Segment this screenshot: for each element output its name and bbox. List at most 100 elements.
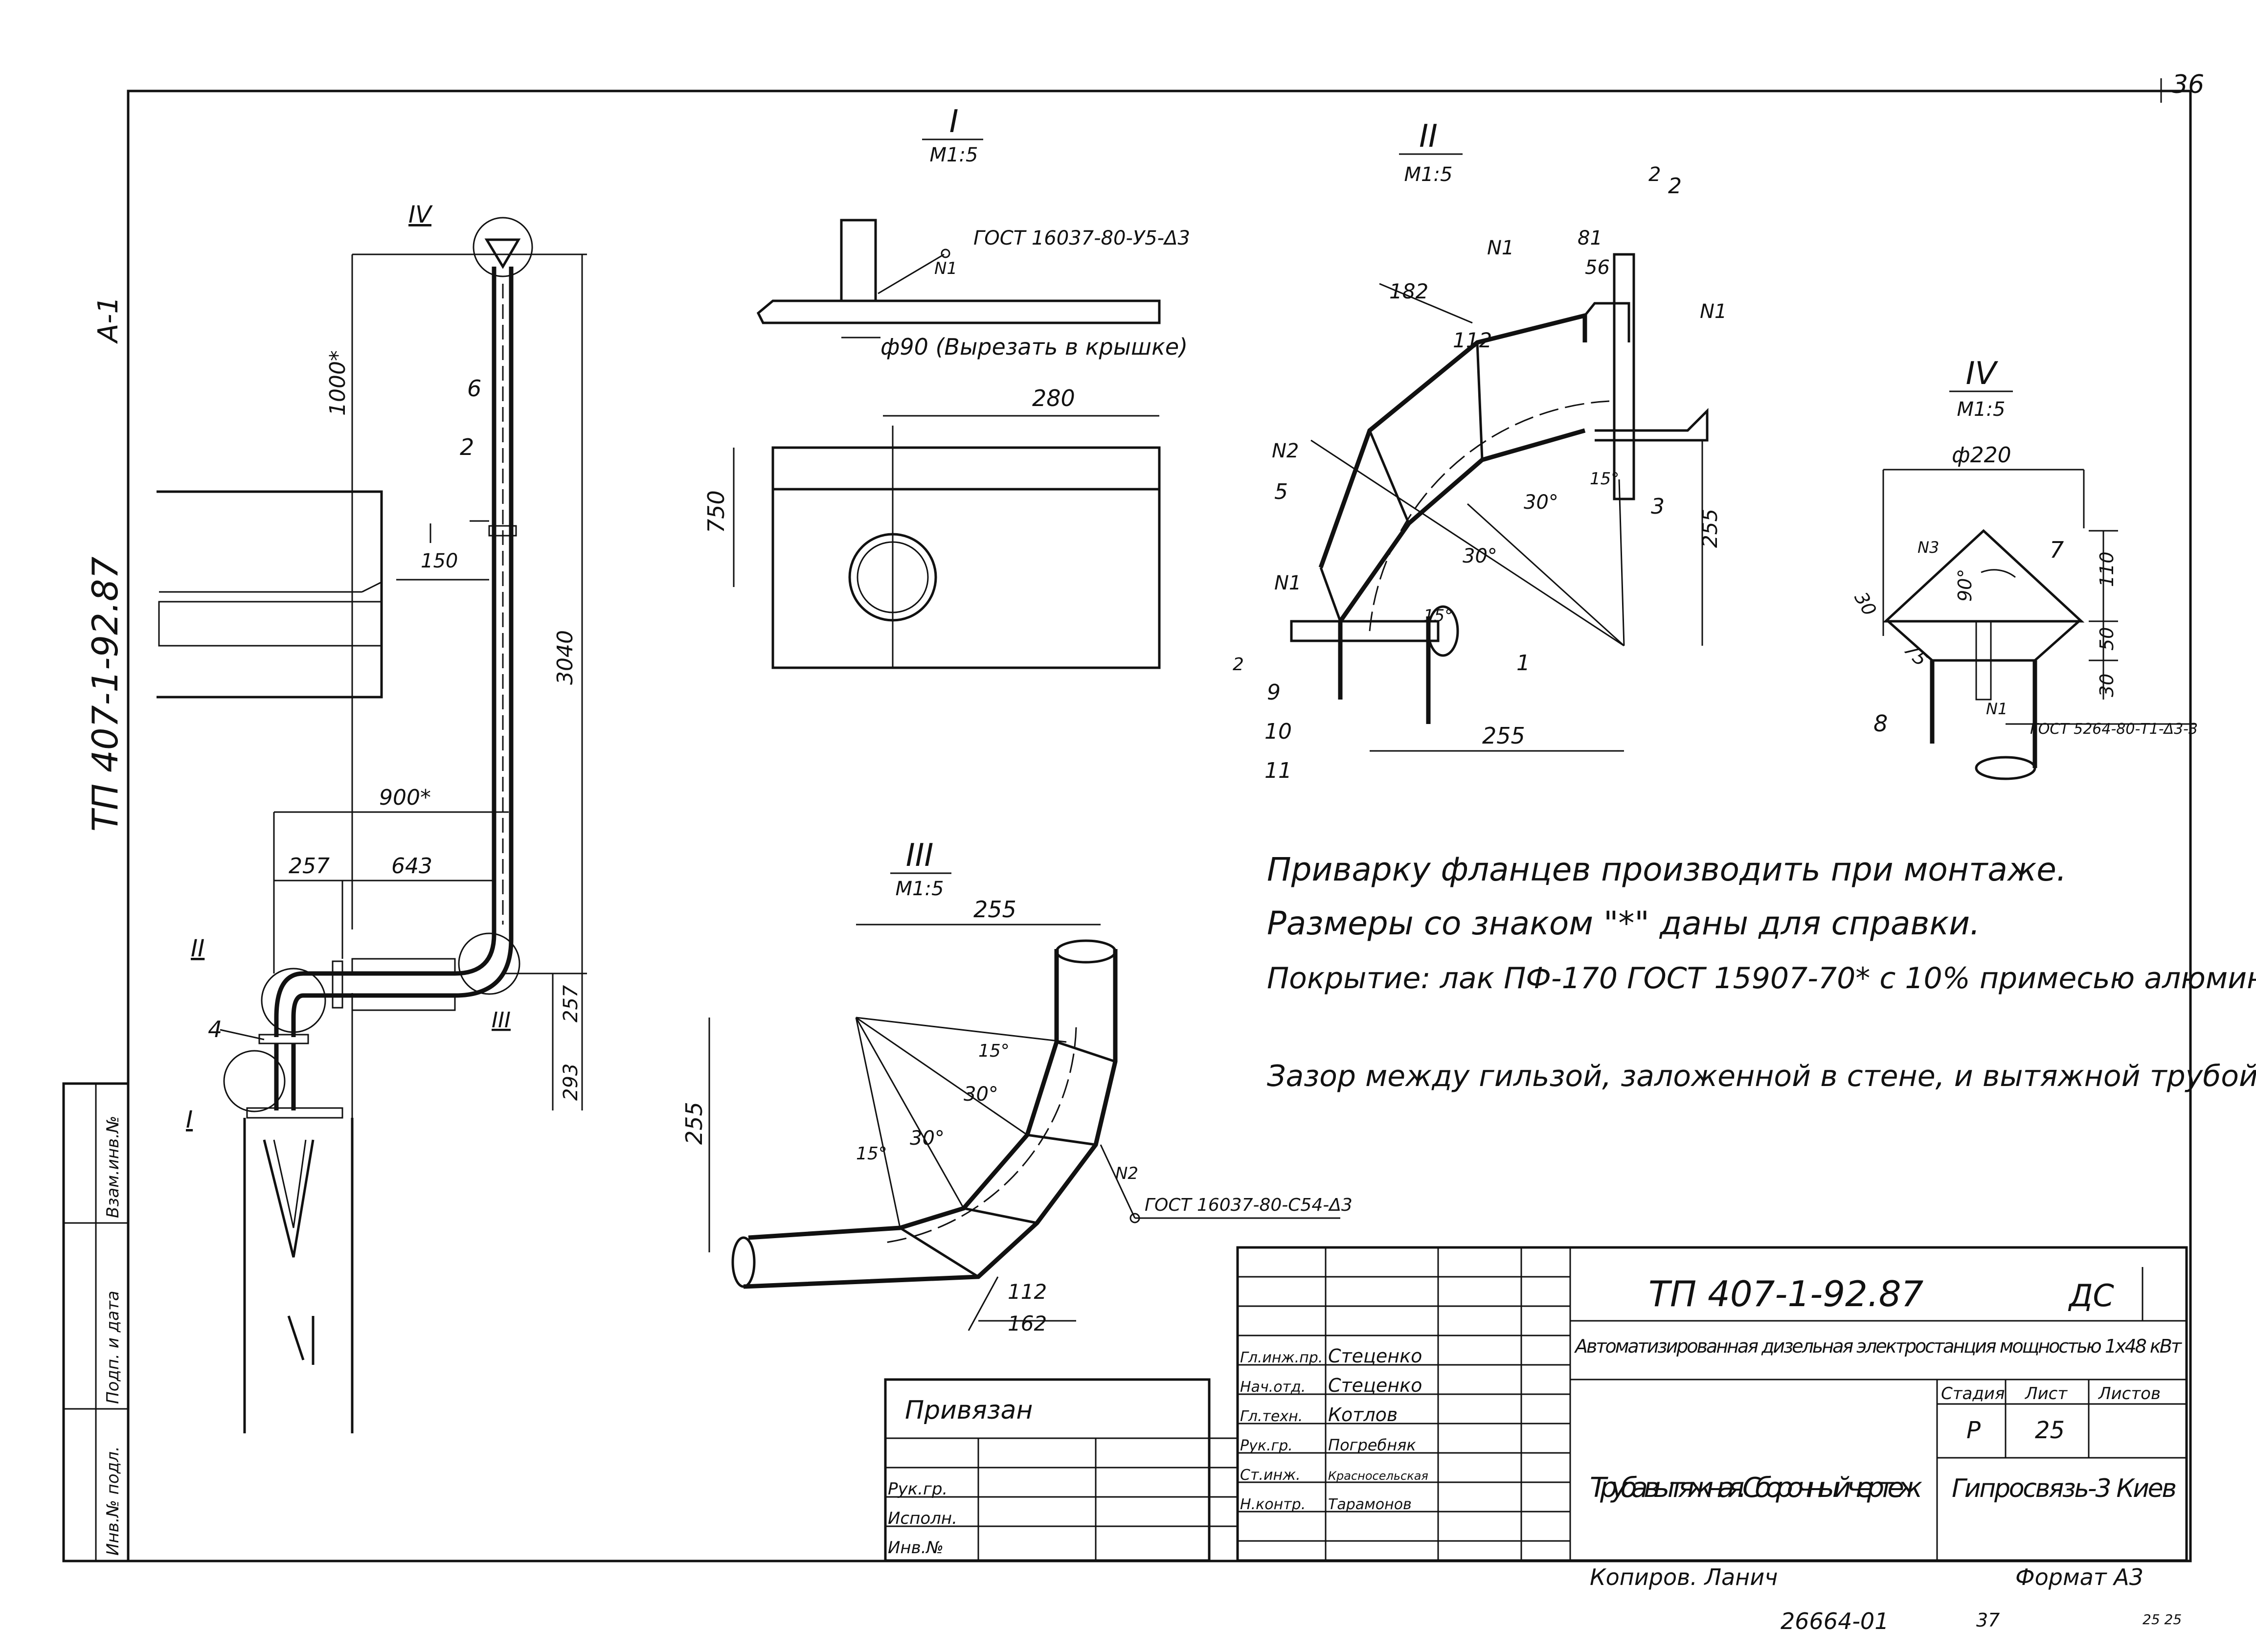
view-II-dim-56: 56 <box>1585 256 1610 279</box>
tb-role-2: Нач.отд. <box>1240 1379 1306 1396</box>
tb-type: ДС <box>2068 1278 2114 1313</box>
main-pos-2: 2 <box>460 434 474 460</box>
tb-name-6: Тарамонов <box>1328 1496 1412 1513</box>
stamp-cell-zam: Взам.инв.№ <box>103 1116 123 1218</box>
view-IV-dim-30a: 30 <box>1850 588 1880 620</box>
view-I-dim-280: 280 <box>1032 385 1075 411</box>
view-IV-pos-8: 8 <box>1873 710 1888 737</box>
page-inventory: 26664-01 <box>1781 1608 1889 1634</box>
tb-name-2: Стеценко <box>1328 1375 1422 1396</box>
tb-name-5: Красносельская <box>1328 1469 1428 1483</box>
main-dim-643: 643 <box>391 854 432 879</box>
main-mark-II: II <box>191 935 204 962</box>
main-dim-293: 293 <box>560 1064 582 1101</box>
page-inv-sheet: 37 <box>1976 1609 2000 1631</box>
tb-name-4: Погребняк <box>1328 1436 1416 1454</box>
view-III: III М1:5 255 255 112 162 15° 30° 30° 15°… <box>681 837 1353 1335</box>
view-IV-mark-N3: N3 <box>1918 538 1939 557</box>
view-II-ang-30b: 30° <box>1463 545 1497 567</box>
view-IV-pos-7: 7 <box>2050 537 2064 563</box>
view-IV-label: IV <box>1966 356 1999 392</box>
page-copied: Копиров. Ланич <box>1590 1564 1778 1590</box>
tb-name-1: Стеценко <box>1328 1345 1422 1367</box>
tb-name-3: Котлов <box>1328 1404 1398 1426</box>
view-III-ang-15a: 15° <box>978 1041 1010 1061</box>
view-III-mark-N2: N2 <box>1115 1164 1138 1183</box>
page-number: 36 <box>2172 70 2204 99</box>
view-I-hole: ф90 (Вырезать в крышке) <box>880 334 1188 360</box>
view-II-dim-112: 112 <box>1453 328 1492 352</box>
view-II-pos-1: 1 <box>1516 651 1530 676</box>
tb-linked: Привязан <box>905 1396 1033 1425</box>
tb-project: Автоматизированная дизельная электростан… <box>1574 1335 2183 1357</box>
view-II-ang-30a: 30° <box>1524 491 1558 514</box>
view-II-mark-N1b: N1 <box>1700 300 1727 323</box>
main-mark-III: III <box>492 1008 511 1033</box>
view-IV-scale: М1:5 <box>1957 398 2006 421</box>
view-I: I М1:5 ГОСТ 16037-80-У5-Δ3 N1 ф90 (Вырез… <box>703 104 1190 669</box>
view-II-pos-3: 3 <box>1651 494 1665 519</box>
main-dim-257a: 257 <box>289 854 330 879</box>
note-3: Покрытие: лак ПФ-170 ГОСТ 15907-70* с 10… <box>1267 961 2256 996</box>
tb-left-role-3: Инв.№ <box>888 1538 944 1558</box>
tb-sheets-h: Листов <box>2098 1384 2161 1403</box>
view-II-dim-81: 81 <box>1578 227 1602 249</box>
view-II-label: II <box>1419 118 1438 155</box>
main-dim-257b: 257 <box>560 985 582 1022</box>
stamp-cell-podp: Подп. и дата <box>103 1290 123 1404</box>
view-III-ang-30b: 30° <box>910 1127 945 1150</box>
tb-sheet-h: Лист <box>2024 1384 2068 1403</box>
view-II-ang-15b: 15° <box>1423 606 1453 626</box>
view-II-dim-2a: 2 <box>1648 163 1661 186</box>
view-II-ang-15a: 15° <box>1590 469 1619 489</box>
tb-role-5: Ст.инж. <box>1240 1467 1301 1484</box>
view-IV-dim-50: 50 <box>2096 627 2118 651</box>
tb-role-6: Н.контр. <box>1240 1496 1306 1513</box>
view-IV: IV М1:5 ф220 110 50 30 30 75 90° N3 N1 Г… <box>1850 356 2198 780</box>
view-IV-dia: ф220 <box>1952 443 2011 468</box>
view-II-scale: М1:5 <box>1404 163 1453 186</box>
stamp-cell-inv: Инв.№ подл. <box>103 1446 123 1556</box>
view-II: II М1:5 182 112 81 56 2 255 255 2 30° 30… <box>1233 118 1727 783</box>
view-II-mark-N1c: N1 <box>1274 572 1301 594</box>
view-I-scale: М1:5 <box>930 144 978 166</box>
note-1: Приварку фланцев производить при монтаже… <box>1267 851 2067 888</box>
view-III-dim-255b: 255 <box>681 1102 707 1145</box>
main-mark-IV: IV <box>408 201 433 228</box>
view-IV-dim-75: 75 <box>1900 638 1932 670</box>
view-III-dim-162: 162 <box>1008 1312 1047 1335</box>
view-III-label: III <box>906 837 934 874</box>
view-II-mark-N2: N2 <box>1272 440 1299 462</box>
main-dim-3040: 3040 <box>553 630 578 685</box>
main-dim-150: 150 <box>421 550 458 572</box>
view-II-dim-255b: 255 <box>1482 723 1525 749</box>
view-II-dim-255a: 255 <box>1698 509 1722 548</box>
tb-left-role-2: Исполн. <box>888 1509 957 1528</box>
view-III-ang-15b: 15° <box>856 1144 887 1164</box>
tb-stage-h: Стадия <box>1941 1384 2005 1403</box>
view-II-pos-5: 5 <box>1274 479 1288 504</box>
view-IV-dim-30b: 30 <box>2096 674 2118 697</box>
view-II-pos-2: 2 <box>1668 174 1682 199</box>
note-2: Размеры со знаком "*" даны для справки. <box>1267 905 1980 942</box>
tb-org: Гипросвязь-3 Киев <box>1952 1474 2177 1503</box>
view-I-label: I <box>949 104 959 140</box>
view-III-dim-255a: 255 <box>973 896 1016 923</box>
main-pos-6: 6 <box>467 375 481 402</box>
tb-stage: Р <box>1966 1417 1981 1444</box>
tb-left-role-1: Рук.гр. <box>888 1479 948 1499</box>
view-II-pos-11: 11 <box>1264 758 1292 783</box>
side-sheet-ref: А-1 <box>92 296 124 344</box>
main-mark-I: I <box>186 1106 193 1133</box>
view-II-pos-10: 10 <box>1264 719 1292 744</box>
main-dim-900: 900* <box>379 785 431 810</box>
page-format: Формат А3 <box>2015 1564 2143 1590</box>
tb-code: ТП 407-1-92.87 <box>1648 1273 1924 1314</box>
notes: Приварку фланцев производить при монтаже… <box>1267 851 2256 1093</box>
view-IV-weld: ГОСТ 5264-80-Т1-Δ3-3 <box>2030 721 2198 738</box>
tb-sheet: 25 <box>2035 1417 2065 1444</box>
main-pos-4: 4 <box>208 1016 222 1042</box>
main-assembly-view: 1000* 150 3040 900* 257 643 257 293 6 2 … <box>157 201 587 1433</box>
main-dim-1000: 1000* <box>325 350 350 416</box>
